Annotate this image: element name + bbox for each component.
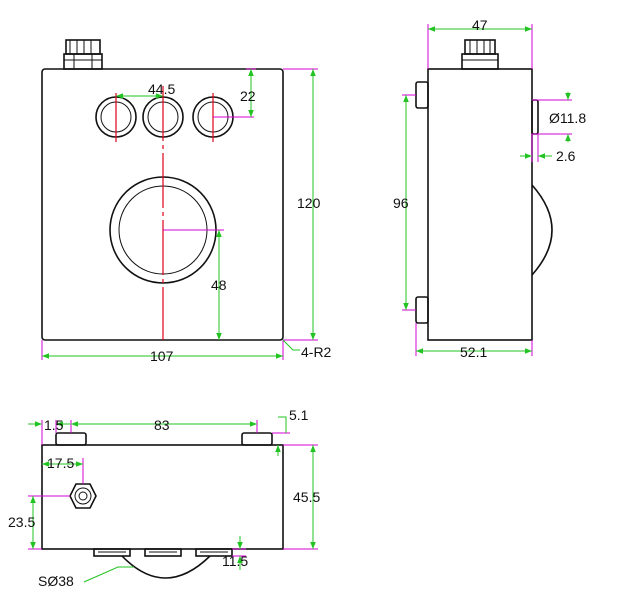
bottom-view: 1.5 83 5.1 17.5 45.5 23.5 11.5 SØ38 bbox=[8, 407, 320, 589]
dim-ball-offset: 48 bbox=[211, 277, 227, 293]
bottom-ball-arc bbox=[121, 555, 211, 579]
dim-front-height: 120 bbox=[297, 195, 321, 211]
dim-bottom-offset: 11.5 bbox=[222, 553, 248, 569]
dim-bottom-foot-pitch: 83 bbox=[154, 417, 170, 433]
side-button-profile bbox=[531, 99, 539, 135]
dim-bottom-edge-offset: 1.5 bbox=[44, 417, 64, 433]
dim-bottom-foot-height: 5.1 bbox=[289, 407, 309, 423]
dim-front-width: 107 bbox=[150, 348, 174, 364]
side-housing bbox=[427, 68, 533, 341]
bottom-button-profiles bbox=[93, 548, 233, 557]
dim-bottom-height: 45.5 bbox=[293, 489, 320, 505]
dim-side-width: 47 bbox=[472, 17, 488, 33]
dim-ball-radius: SØ38 bbox=[38, 573, 74, 589]
side-ball-dome bbox=[531, 184, 553, 276]
side-foot-top bbox=[415, 81, 429, 109]
side-cable-gland bbox=[461, 39, 499, 70]
bottom-foot-left bbox=[55, 432, 87, 446]
front-view: 44.5 22 120 48 107 4-R2 bbox=[41, 39, 332, 364]
bottom-housing bbox=[41, 444, 284, 550]
dim-side-foot-pitch: 96 bbox=[393, 195, 409, 211]
side-foot-bottom bbox=[415, 296, 429, 324]
front-cable-gland bbox=[63, 39, 103, 70]
dim-hole-depth: 2.6 bbox=[556, 148, 576, 164]
dim-side-depth: 52.1 bbox=[460, 344, 487, 360]
dim-button-offset: 22 bbox=[240, 88, 256, 104]
dim-corner-radius: 4-R2 bbox=[301, 344, 332, 360]
bottom-foot-right bbox=[241, 432, 273, 446]
dim-hole-diameter: Ø11.8 bbox=[549, 110, 586, 126]
bottom-cable-gland-hex bbox=[69, 483, 97, 509]
dim-bottom-gland-offset: 17.5 bbox=[47, 455, 74, 471]
dim-button-pitch: 44.5 bbox=[148, 81, 175, 97]
dim-bottom-gland-height: 23.5 bbox=[8, 514, 35, 530]
side-view: 47 Ø11.8 2.6 96 52.1 bbox=[393, 17, 586, 360]
